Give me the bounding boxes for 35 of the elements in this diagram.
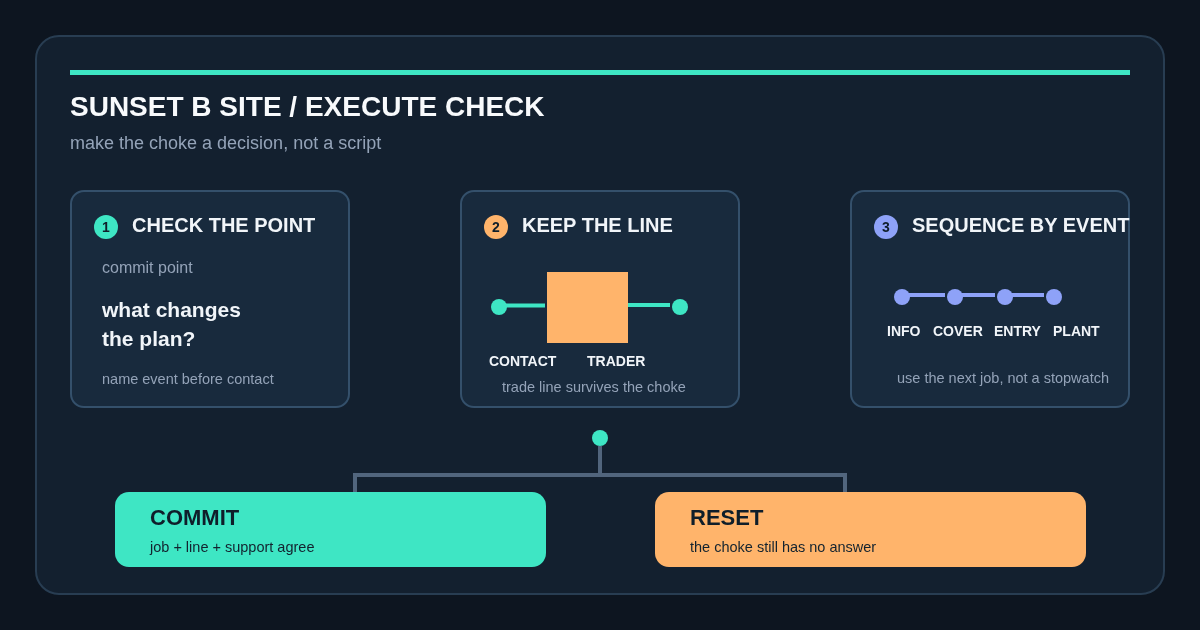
connector-line — [598, 446, 847, 492]
step-number-badge: 1 — [94, 215, 118, 239]
step-card — [460, 190, 740, 408]
connector-line — [1011, 293, 1044, 297]
card-heading: CHECK THE POINT — [132, 213, 316, 237]
outcome-box — [655, 492, 1086, 567]
card-question: what changes the plan? — [102, 297, 242, 352]
card-note: trade line survives the choke — [502, 378, 686, 396]
event-label: PLANT — [1053, 322, 1100, 340]
connector-line — [626, 303, 670, 307]
line-end-label: TRADER — [587, 352, 646, 370]
outcome-text: the choke still has no answer — [690, 538, 877, 556]
card-heading: KEEP THE LINE — [522, 213, 673, 237]
connector-line — [961, 293, 995, 297]
square-block — [547, 272, 628, 343]
outcome-text: job + line + support agree — [150, 538, 315, 556]
card-label: commit point — [102, 258, 193, 278]
step-card — [70, 190, 350, 408]
diagram-title: SUNSET B SITE / EXECUTE CHECK — [70, 91, 545, 123]
connector-line — [505, 303, 545, 308]
step-number-badge: 2 — [484, 215, 508, 239]
step-number-badge: 3 — [874, 215, 898, 239]
outcome-title: RESET — [690, 506, 764, 530]
connector-line — [908, 293, 945, 297]
line-end-label: CONTACT — [489, 352, 557, 370]
outcome-box — [115, 492, 546, 567]
outcome-title: COMMIT — [150, 506, 240, 530]
event-label: ENTRY — [994, 322, 1041, 340]
card-note: name event before contact — [102, 370, 274, 388]
subtitle: make the choke a decision, not a script — [70, 132, 382, 154]
event-label: COVER — [933, 322, 983, 340]
event-label: INFO — [887, 322, 921, 340]
card-note: use the next job, not a stopwatch — [897, 369, 1109, 387]
card-heading: SEQUENCE BY EVENT — [912, 213, 1130, 237]
step-card — [850, 190, 1130, 408]
